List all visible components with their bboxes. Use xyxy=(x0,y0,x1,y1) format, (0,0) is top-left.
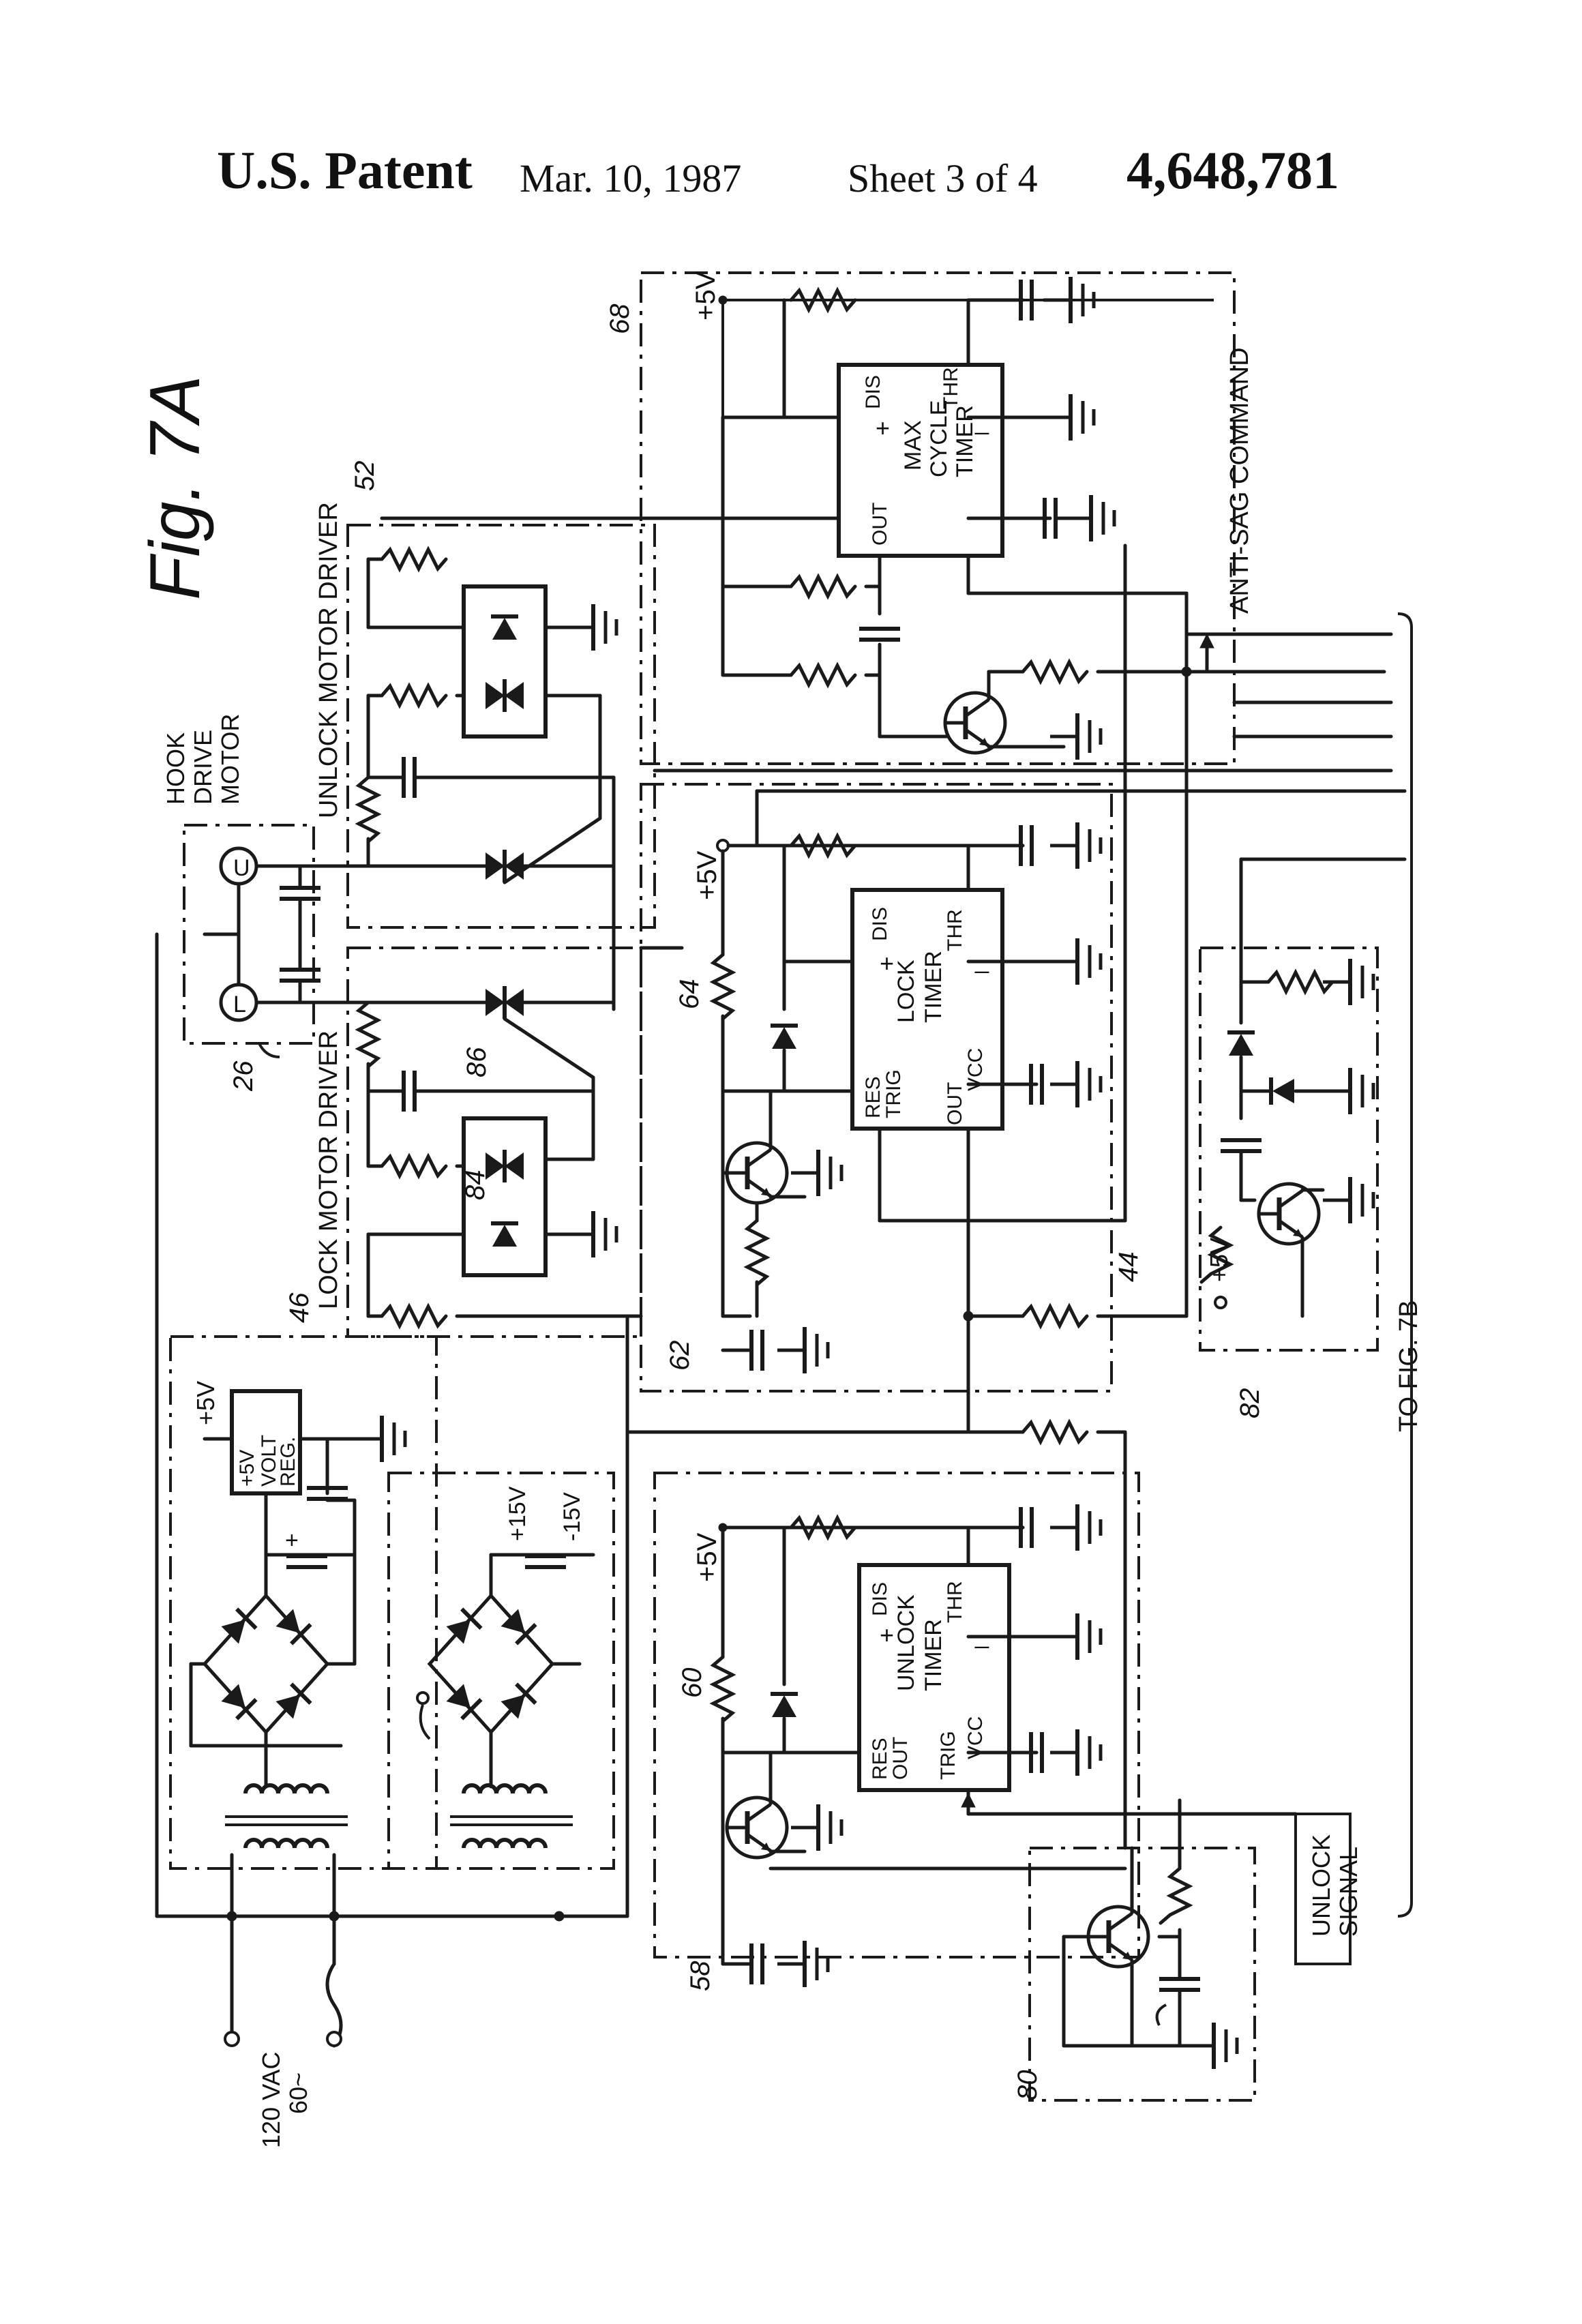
lock-timer-name-2: TIMER xyxy=(921,951,946,1023)
ref-82: 82 xyxy=(1235,1388,1265,1419)
hook-drive-motor-label-3: MOTOR xyxy=(216,714,244,805)
mains-freq-label: 60~ xyxy=(284,2072,312,2114)
figure-title: Fig. 7A xyxy=(136,376,215,600)
lock-5v-label: +5V xyxy=(692,850,722,900)
unlock-dis-pin: DIS xyxy=(869,1582,891,1616)
max-cycle-out-pin: OUT xyxy=(869,503,891,546)
unlock-signal-block: 80 UNLOCK SIGNAL xyxy=(1013,1798,1362,2102)
unlock-optocoupler xyxy=(462,584,548,739)
unlock-plus-pin: + xyxy=(880,1621,894,1649)
ref-68: 68 xyxy=(605,303,635,334)
figure-title-text: Fig. 7A xyxy=(136,376,215,600)
lock-trig-pin: TRIG xyxy=(882,1069,905,1118)
volt-reg-label: +5V xyxy=(236,1450,258,1487)
lock-thr-pin: THR xyxy=(944,909,966,951)
unlock-motor-driver: UNLOCK MOTOR DRIVER 52 xyxy=(314,461,656,1011)
max-cycle-minus-pin: _ xyxy=(974,407,989,435)
max-cycle-timer-name-2: CYCLE xyxy=(926,400,952,477)
patent-number: 4,648,781 xyxy=(1126,140,1339,200)
unlock-signal-label: UNLOCK xyxy=(1307,1834,1335,1937)
max-cycle-timer-ic xyxy=(837,363,1004,558)
max-cycle-plus-pin: + xyxy=(876,414,890,442)
ref-44: 44 xyxy=(1114,1252,1144,1283)
unlock-res-pin: RES xyxy=(869,1738,891,1780)
unlock-thr-pin: THR xyxy=(944,1581,966,1623)
power-supply: +5V VOLT REG. +5V + xyxy=(155,932,629,2148)
to-fig-7b-label: TO FIG. 7B xyxy=(1394,1300,1423,1432)
lock-timer-block: +5V + DIS LOCK TIMER THR _ RES TRIG OUT … xyxy=(640,543,1407,1434)
max-cycle-5v-label: +5V xyxy=(691,271,721,321)
lock-dis-pin: DIS xyxy=(869,907,891,941)
hook-drive-motor-label-2: DRIVE xyxy=(189,730,217,805)
unlock-timer-name-2: TIMER xyxy=(921,1619,946,1691)
unlock-timer-block: +5V + DIS UNLOCK TIMER THR _ RES OUT TRI… xyxy=(625,1418,1298,1991)
lock-timer-name: LOCK xyxy=(893,959,919,1023)
ref-52: 52 xyxy=(350,461,380,492)
ref-86: 86 xyxy=(462,1047,492,1077)
hook-drive-motor-label: HOOK xyxy=(162,732,190,805)
unlock-signal-label-2: SIGNAL xyxy=(1334,1847,1362,1937)
psu-plus-label: + xyxy=(285,1528,299,1553)
psu-5v-label: +5V xyxy=(192,1381,220,1425)
lock-optocoupler xyxy=(462,1116,548,1277)
lock-motor-driver: LOCK MOTOR DRIVER 46 86 84 xyxy=(284,947,643,1338)
input-5v-label: +5V xyxy=(1205,1238,1233,1282)
psu-15v-label: +15V xyxy=(505,1486,531,1541)
patent-header: U.S. Patent Mar. 10, 1987 Sheet 3 of 4 4… xyxy=(0,0,1582,232)
lock-plus-pin: + xyxy=(880,949,894,977)
anti-sag-command-label: ANTI-SAG COMMAND xyxy=(1225,347,1254,614)
unlock-trig-pin: TRIG xyxy=(937,1731,959,1780)
unlock-5v-label: +5V xyxy=(692,1532,722,1582)
lock-timer-ic xyxy=(850,888,1004,1131)
hook-drive-motor: U L HOOK DRIVE MOTOR 26 xyxy=(162,714,357,1092)
patent-label: U.S. Patent xyxy=(217,140,473,200)
ref-58: 58 xyxy=(685,1961,715,1991)
sheet-number: Sheet 3 of 4 xyxy=(848,156,1038,200)
ref-60: 60 xyxy=(677,1668,707,1699)
unlock-out-pin: OUT xyxy=(889,1737,912,1780)
motor-u-label: U xyxy=(233,855,250,881)
max-cycle-thr-pin: THR xyxy=(940,367,962,409)
bus-lines xyxy=(639,591,1393,1318)
lock-motor-driver-label: LOCK MOTOR DRIVER xyxy=(314,1030,343,1309)
max-cycle-timer-name: MAX xyxy=(900,420,926,471)
ref-62: 62 xyxy=(665,1341,695,1371)
unlock-timer-name: UNLOCK xyxy=(893,1594,919,1691)
volt-reg-label-3: REG. xyxy=(277,1437,299,1487)
ref-46: 46 xyxy=(284,1292,314,1323)
lock-out-pin: OUT xyxy=(944,1082,966,1125)
max-cycle-timer-block: +5V + DIS OUT MAX CYCLE TIMER THR _ xyxy=(380,271,1386,765)
ref-26: 26 xyxy=(228,1060,258,1092)
lock-res-pin: RES xyxy=(862,1076,884,1118)
volt-regulator xyxy=(230,1389,302,1495)
ref-84: 84 xyxy=(460,1170,490,1201)
lock-input-block: +5V 82 TO FIG. 7B xyxy=(1199,612,1423,1918)
mains-voltage-label: 120 VAC xyxy=(257,2052,285,2148)
volt-reg-label-2: VOLT xyxy=(258,1435,280,1487)
max-cycle-dis-pin: DIS xyxy=(862,375,884,409)
patent-date: Mar. 10, 1987 xyxy=(520,156,742,200)
psu-minus-15v-label: -15V xyxy=(559,1492,585,1541)
unlock-motor-driver-label: UNLOCK MOTOR DRIVER xyxy=(314,502,343,818)
ref-64: 64 xyxy=(674,979,704,1010)
motor-l-label: L xyxy=(233,992,246,1017)
ref-80: 80 xyxy=(1013,2070,1043,2101)
